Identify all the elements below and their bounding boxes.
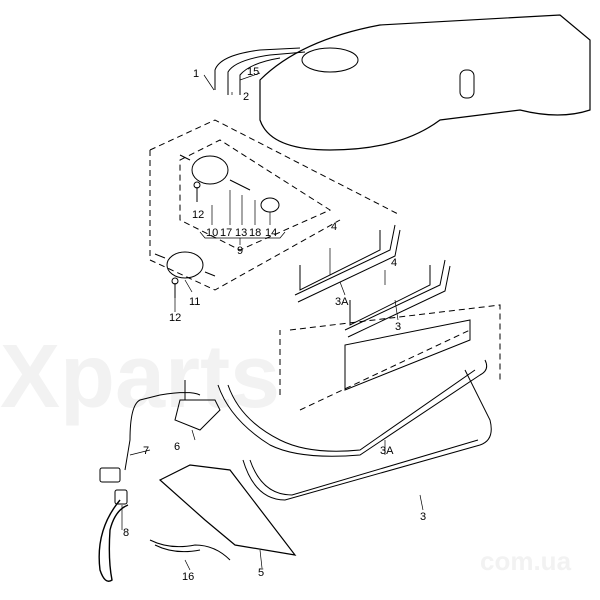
callout-15: 15 [247,66,260,78]
callout-8: 8 [123,527,130,539]
heat-shield-5 [158,464,297,556]
connector-14 [260,197,280,213]
callout-14: 14 [265,227,278,239]
clip-rail-outline-3A [299,230,381,291]
callout-12-upper: 12 [192,209,205,221]
sensor-7 [99,467,121,483]
callout-16: 16 [182,571,195,583]
callout-6: 6 [174,441,181,453]
callout-10: 10 [206,227,219,239]
callout-3-upper: 3 [395,321,402,333]
fuel-lines-top [214,47,306,95]
callout-11: 11 [189,296,201,308]
long-fuel-line-3 [242,369,492,501]
callout-4-upper: 4 [331,221,338,233]
long-fuel-line-3A [217,359,488,457]
tank-opening [459,69,475,99]
fuel-filter-upper [191,155,229,185]
bracket-6 [174,399,221,431]
callout-5: 5 [258,567,265,579]
fuel-filter-lower [166,251,204,279]
fuel-rail-3 [344,259,451,338]
hose-8 [98,499,129,582]
callout-3-lower: 3 [420,511,427,523]
tank-sender-cap [301,47,359,73]
callout-12-lower: 12 [169,312,182,324]
callout-3A-upper: 3A [335,296,349,308]
callout-18: 18 [249,227,262,239]
callout-3A-lower: 3A [380,445,394,457]
callout-7: 7 [143,445,150,457]
callout-4-lower: 4 [391,257,398,269]
callout-17: 17 [220,227,233,239]
callout-1: 1 [193,68,200,80]
filter-group-box [149,119,401,291]
wire-harness-16 [149,539,231,561]
callout-13: 13 [235,227,248,239]
callout-9: 9 [237,245,244,257]
fuel-tank [259,14,591,151]
callout-2: 2 [243,91,250,103]
fuel-rail-3A [294,224,401,303]
